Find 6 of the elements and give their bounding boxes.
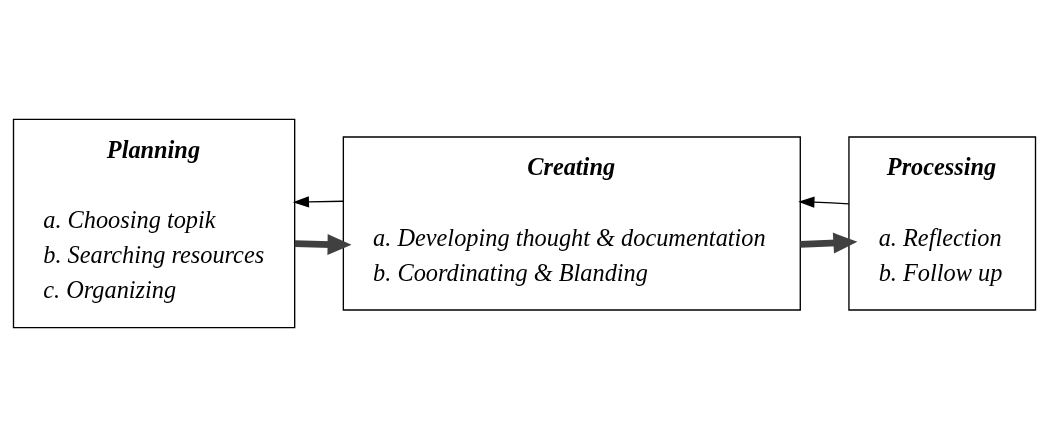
node-box: Creating a. Developing thought & documentation b. Coordinating & Blanding [342, 135, 801, 311]
arrow [798, 196, 850, 208]
arrow [292, 195, 344, 208]
node-box: Processing a. Reflection b. Follow up [848, 135, 1037, 311]
node-box: Planning a. Choosing topik b. Searching resources c. Organizing [12, 118, 296, 328]
arrow [294, 233, 352, 255]
